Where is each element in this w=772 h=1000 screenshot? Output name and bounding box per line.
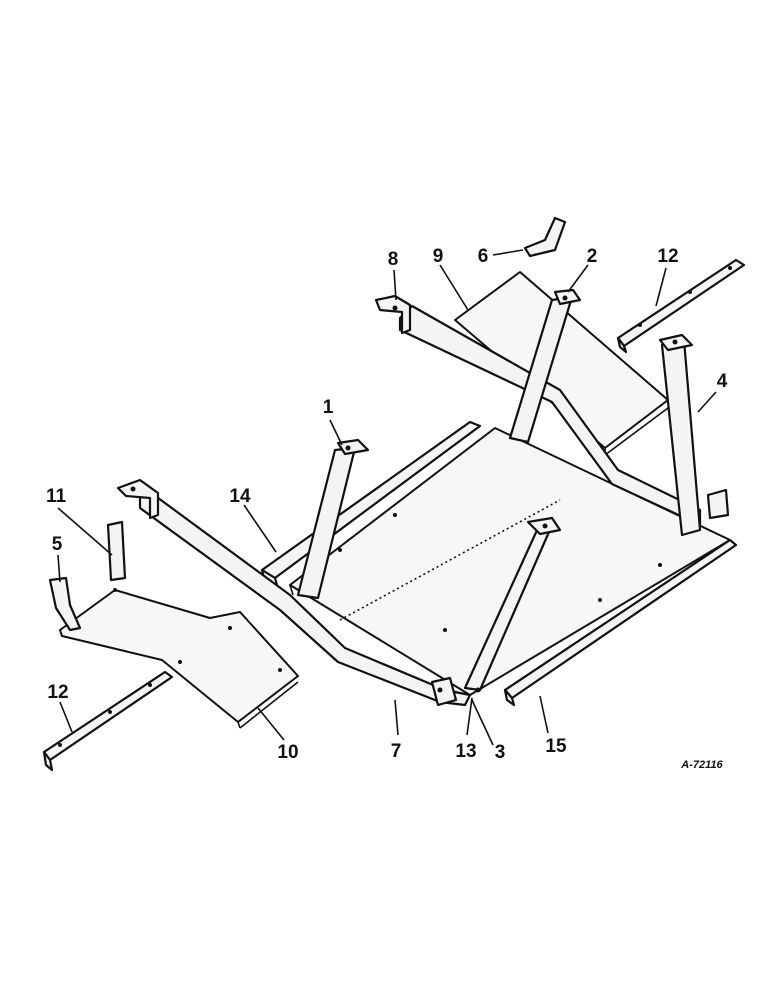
left-plate-part-10	[59, 589, 299, 729]
callout-4: 4	[717, 371, 728, 392]
callout-11: 11	[46, 486, 67, 507]
strap-part-11	[106, 520, 127, 582]
angle-part-15	[503, 538, 738, 707]
callout-1: 1	[323, 397, 334, 418]
callout-6: 6	[478, 246, 489, 267]
callout-5: 5	[52, 534, 63, 555]
front-frame-part-7	[116, 478, 472, 707]
callout-14: 14	[229, 486, 251, 507]
callout-15: 15	[545, 736, 567, 757]
drawing-number: A-72116	[680, 759, 723, 771]
callout-8: 8	[388, 249, 399, 270]
callout-12-right: 12	[657, 246, 678, 267]
clip-part-6	[523, 216, 567, 258]
callout-9: 9	[433, 246, 444, 267]
angle-part-12-right	[616, 258, 746, 354]
callout-labels: 1 2 3 4 5 6 7 8 9 10 11 12 12 13 14 15	[46, 246, 728, 763]
clip-part-5	[48, 576, 82, 632]
callout-13: 13	[455, 741, 476, 762]
callout-7: 7	[391, 741, 402, 762]
callout-12-left: 12	[47, 682, 68, 703]
mounting-holes	[58, 266, 732, 747]
callout-10: 10	[277, 742, 298, 763]
callout-2: 2	[587, 246, 598, 267]
callout-3: 3	[495, 742, 506, 763]
leader-lines	[57, 249, 717, 746]
angle-part-12-left	[42, 670, 174, 772]
